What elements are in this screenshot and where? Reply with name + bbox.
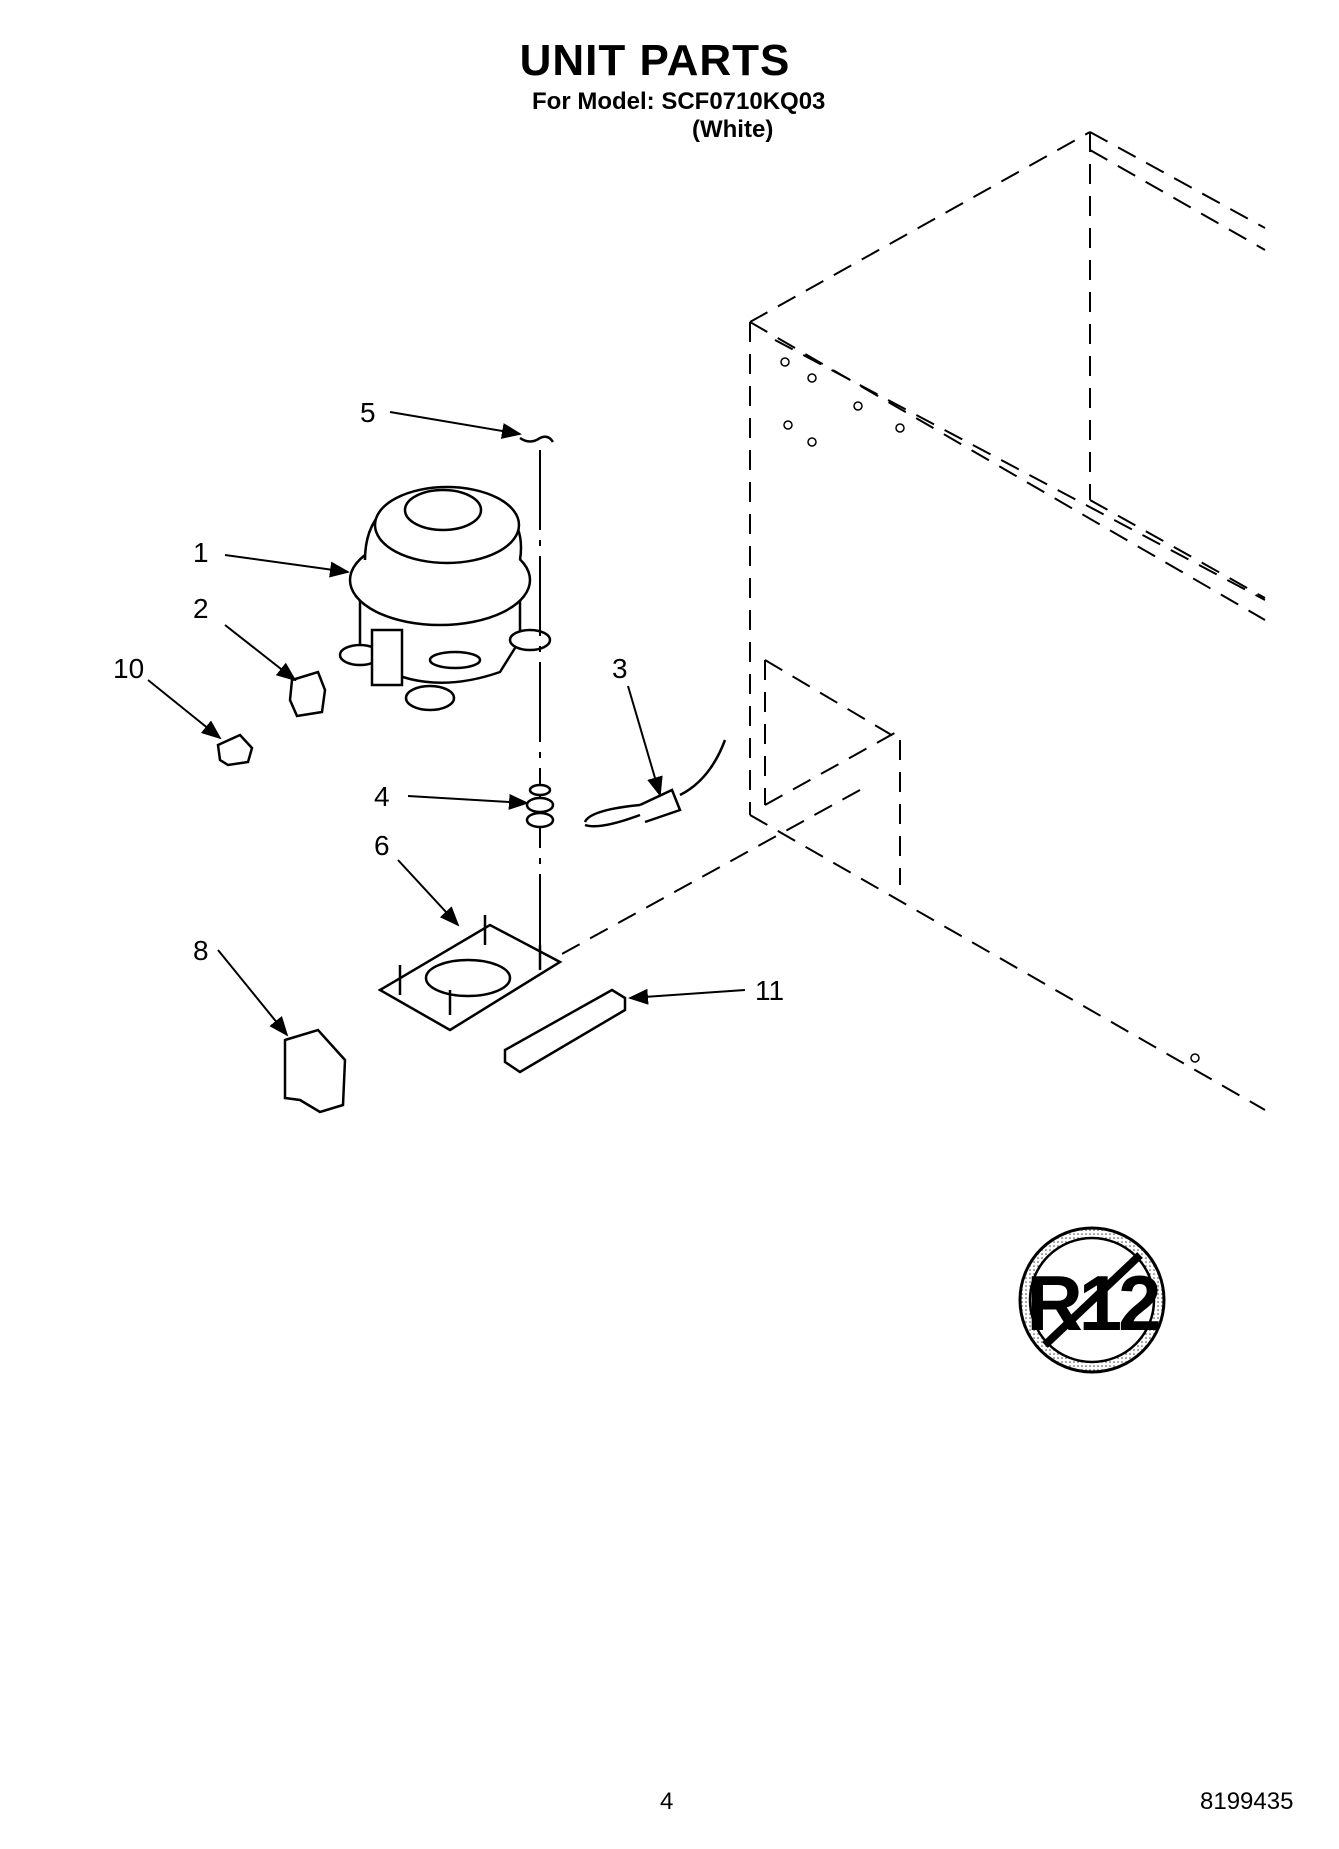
start-device-cover — [283, 1028, 347, 1114]
color-line: (White) — [692, 116, 774, 143]
cabinet-holes — [780, 357, 1200, 1063]
clip — [519, 435, 555, 443]
overload — [216, 733, 254, 767]
callout-2: 2 — [193, 593, 209, 624]
callout-4: 4 — [374, 781, 390, 812]
callout-8: 8 — [193, 935, 209, 966]
page-number: 4 — [660, 1788, 674, 1815]
bracket — [503, 988, 627, 1074]
relay — [288, 670, 327, 718]
callout-5: 5 — [360, 397, 376, 428]
callout-1: 1 — [193, 537, 209, 568]
cabinet-outline — [559, 131, 1266, 1111]
drier — [583, 739, 727, 828]
base-plate — [377, 915, 563, 1032]
callout-10: 10 — [113, 653, 144, 684]
model-line: For Model: SCF0710KQ03 — [532, 88, 826, 115]
callout-11: 11 — [755, 975, 784, 1006]
page-title: UNIT PARTS — [519, 36, 791, 85]
grommet — [525, 783, 555, 829]
callout-3: 3 — [612, 653, 628, 684]
callout-leaders — [147, 411, 746, 1037]
callout-6: 6 — [374, 830, 390, 861]
document-number: 8199435 — [1200, 1788, 1294, 1815]
compressor — [338, 485, 552, 712]
no-r12-badge: R12 — [1018, 1226, 1166, 1374]
